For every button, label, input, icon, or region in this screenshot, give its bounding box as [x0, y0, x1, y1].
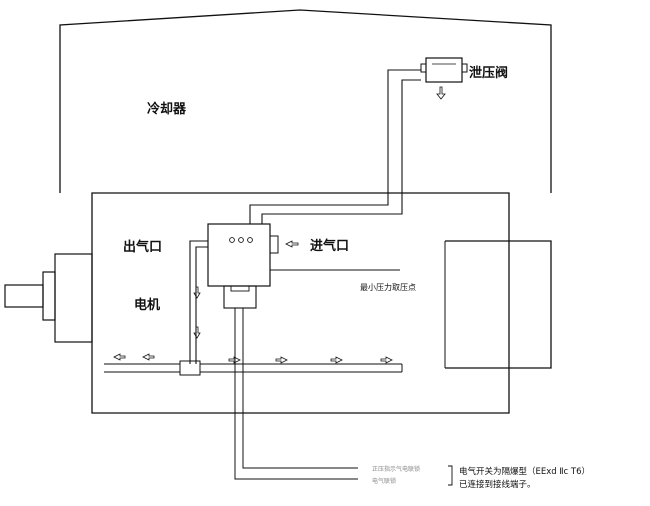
pressure-switch: [223, 285, 257, 309]
air-manifold-pipe: [104, 363, 181, 373]
down-arrow-icon: [436, 86, 446, 100]
note-line-1: 电气开关为隔爆型（EExd Ⅱc T6）: [459, 466, 590, 477]
motor-shaft: [4, 284, 44, 308]
min-pressure-label: 最小压力取压点: [360, 282, 416, 292]
shaft-flange: [42, 271, 56, 321]
interlock-cable-line: [242, 308, 358, 469]
note-line-2: 已连接到接线端子。: [459, 479, 536, 490]
relief-valve-label: 泄压阀: [469, 65, 508, 81]
arrow-icon: [285, 240, 299, 248]
arrow-icon: [228, 356, 241, 364]
control-unit-indicator: [247, 237, 253, 243]
outlet-pipe-outer: [189, 240, 208, 364]
arrow-icon: [193, 286, 201, 299]
note-bracket: [448, 465, 453, 486]
cooler-label: 冷却器: [147, 101, 187, 117]
arrow-icon: [275, 356, 288, 364]
relief-pipe-outer: [249, 69, 421, 224]
inlet-connector: [270, 235, 279, 254]
relief-valve-port-left: [420, 63, 427, 73]
outlet-pipe-inner: [195, 246, 208, 364]
motor-label: 电机: [134, 297, 160, 313]
signal-cable-line: [234, 308, 358, 480]
air-inlet-label: 进气口: [310, 238, 349, 254]
terminal-box: [445, 240, 552, 369]
signal-cable-label: 正压指示气电联锁: [372, 465, 420, 473]
arrow-icon: [113, 353, 126, 361]
control-unit-indicator: [238, 237, 244, 243]
control-unit: [207, 223, 271, 287]
arrow-icon: [380, 356, 393, 364]
interlock-cable-label: 电气联锁: [372, 477, 396, 485]
relief-pipe-inner: [261, 79, 421, 224]
shaft-housing: [54, 253, 93, 343]
arrow-icon: [142, 353, 155, 361]
cooler-housing: [59, 9, 552, 193]
relief-valve-port-right: [461, 63, 468, 73]
arrow-icon: [330, 356, 343, 364]
pressure-switch-top: [230, 285, 250, 292]
air-outlet-label: 出气口: [123, 239, 162, 255]
manifold-junction: [179, 360, 201, 376]
control-unit-indicator: [229, 237, 235, 243]
arrow-icon: [193, 326, 201, 339]
relief-valve-box: [425, 57, 463, 83]
